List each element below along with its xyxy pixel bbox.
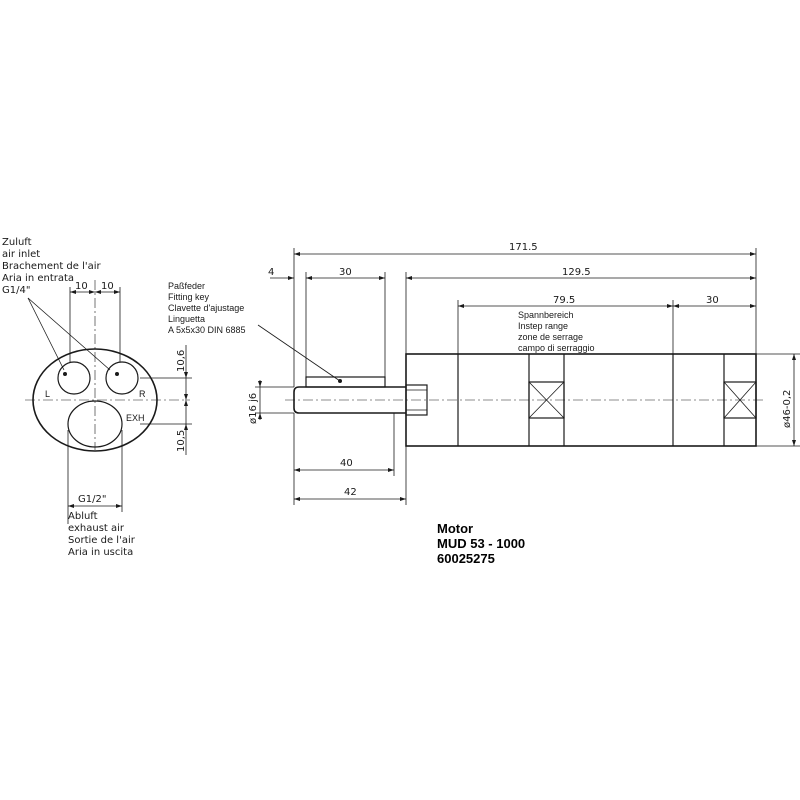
dim-exhaust-thread: G1/2" [78, 494, 106, 505]
fitting-key [305, 376, 386, 388]
dim-shaft-diameter: ø16 j6 [248, 393, 259, 424]
arrow [70, 290, 76, 294]
arrow [750, 276, 756, 280]
clamp-note-line: campo di serraggio [518, 343, 595, 353]
port-label-exhaust: EXH [126, 413, 145, 423]
arrow [95, 290, 101, 294]
wrench-flat-2 [723, 381, 757, 419]
inlet-note-line: Zuluft [2, 237, 32, 248]
clamp-note: Spannbereich Instep range zone de serrag… [518, 310, 595, 353]
clamp-note-line: Instep range [518, 321, 568, 331]
shaft-collar [405, 384, 428, 416]
dim-body-length: 129.5 [562, 267, 591, 278]
arrow [400, 497, 406, 501]
exhaust-note-line: exhaust air [68, 523, 125, 534]
dim-key-length: 30 [339, 267, 352, 278]
arrow [116, 504, 122, 508]
dim-upper-offset: 10,6 [176, 350, 187, 372]
arrow [294, 468, 300, 472]
dim-shaft-length: 40 [340, 458, 353, 469]
arrow [673, 304, 679, 308]
end-view: L R EXH 10 10 10,6 10,5 G1/2" [2, 237, 192, 558]
exhaust-note-line: Abluft [68, 511, 98, 522]
arrow [667, 304, 673, 308]
inlet-port-right [105, 361, 139, 395]
article-number: 60025275 [437, 551, 495, 566]
dim-clamp-length: 79.5 [553, 295, 575, 306]
arrow [388, 468, 394, 472]
arrow [114, 290, 120, 294]
exhaust-note-line: Aria in uscita [68, 547, 133, 558]
arrow [184, 400, 188, 406]
inlet-note-line: air inlet [2, 249, 40, 260]
key-note-line: A 5x5x30 DIN 6885 [168, 325, 246, 335]
dim-shaft-total: 42 [344, 487, 357, 498]
key-note-line: Paßfeder [168, 281, 205, 291]
arrow [379, 276, 385, 280]
port-left-marker [63, 372, 67, 376]
port-label-left: L [45, 389, 50, 399]
port-label-right: R [139, 389, 146, 399]
inlet-leader-right [27, 297, 111, 371]
dim-overall-length: 171.5 [509, 242, 538, 253]
inlet-note: Zuluft air inlet Brachement de l'air Ari… [2, 237, 102, 296]
arrow [750, 252, 756, 256]
dim-end-length: 30 [706, 295, 719, 306]
dim-port-spacing-left: 10 [75, 281, 88, 292]
key-note-line: Fitting key [168, 292, 210, 302]
dim-body-diameter: ø46-0,2 [782, 390, 793, 428]
port-right-marker [115, 372, 119, 376]
arrow [184, 424, 188, 430]
dim-port-spacing-right: 10 [101, 281, 114, 292]
wrench-flat-cross [723, 381, 757, 419]
arrow [792, 440, 796, 446]
arrow [792, 354, 796, 360]
side-view: 171.5 4 30 129.5 79.5 30 Spannbereich In… [168, 242, 800, 505]
inlet-note-line: Brachement de l'air [2, 261, 102, 272]
arrow [406, 276, 412, 280]
arrow [458, 304, 464, 308]
wrench-flat-1 [528, 381, 565, 419]
arrow [68, 504, 74, 508]
model-number: MUD 53 - 1000 [437, 536, 525, 551]
arrow [258, 413, 262, 419]
output-shaft [293, 386, 406, 414]
exhaust-note-line: Sortie de l'air [68, 535, 136, 546]
inlet-note-line: Aria in entrata [2, 273, 74, 284]
arrow [184, 394, 188, 400]
arrow [258, 381, 262, 387]
key-note-line: Clavette d'ajustage [168, 303, 244, 313]
arrow [294, 497, 300, 501]
arrow [294, 252, 300, 256]
exhaust-note: Abluft exhaust air Sortie de l'air Aria … [68, 511, 136, 558]
dim-key-offset: 4 [268, 267, 274, 278]
key-note-line: Linguetta [168, 314, 205, 324]
arrow [288, 276, 294, 280]
inlet-leader-left [27, 297, 65, 371]
title-line: Motor [437, 521, 473, 536]
inlet-port-left [57, 361, 91, 395]
wrench-flat-cross [528, 381, 565, 419]
inlet-note-line: G1/4" [2, 285, 30, 296]
clamp-note-line: Spannbereich [518, 310, 574, 320]
arrow [184, 372, 188, 378]
title-block: Motor MUD 53 - 1000 60025275 [437, 521, 525, 566]
arrow [750, 304, 756, 308]
dim-lower-offset: 10,5 [176, 430, 187, 452]
key-leader [257, 324, 341, 382]
clamp-note-line: zone de serrage [518, 332, 583, 342]
key-note: Paßfeder Fitting key Clavette d'ajustage… [168, 281, 246, 335]
arrow [89, 290, 95, 294]
